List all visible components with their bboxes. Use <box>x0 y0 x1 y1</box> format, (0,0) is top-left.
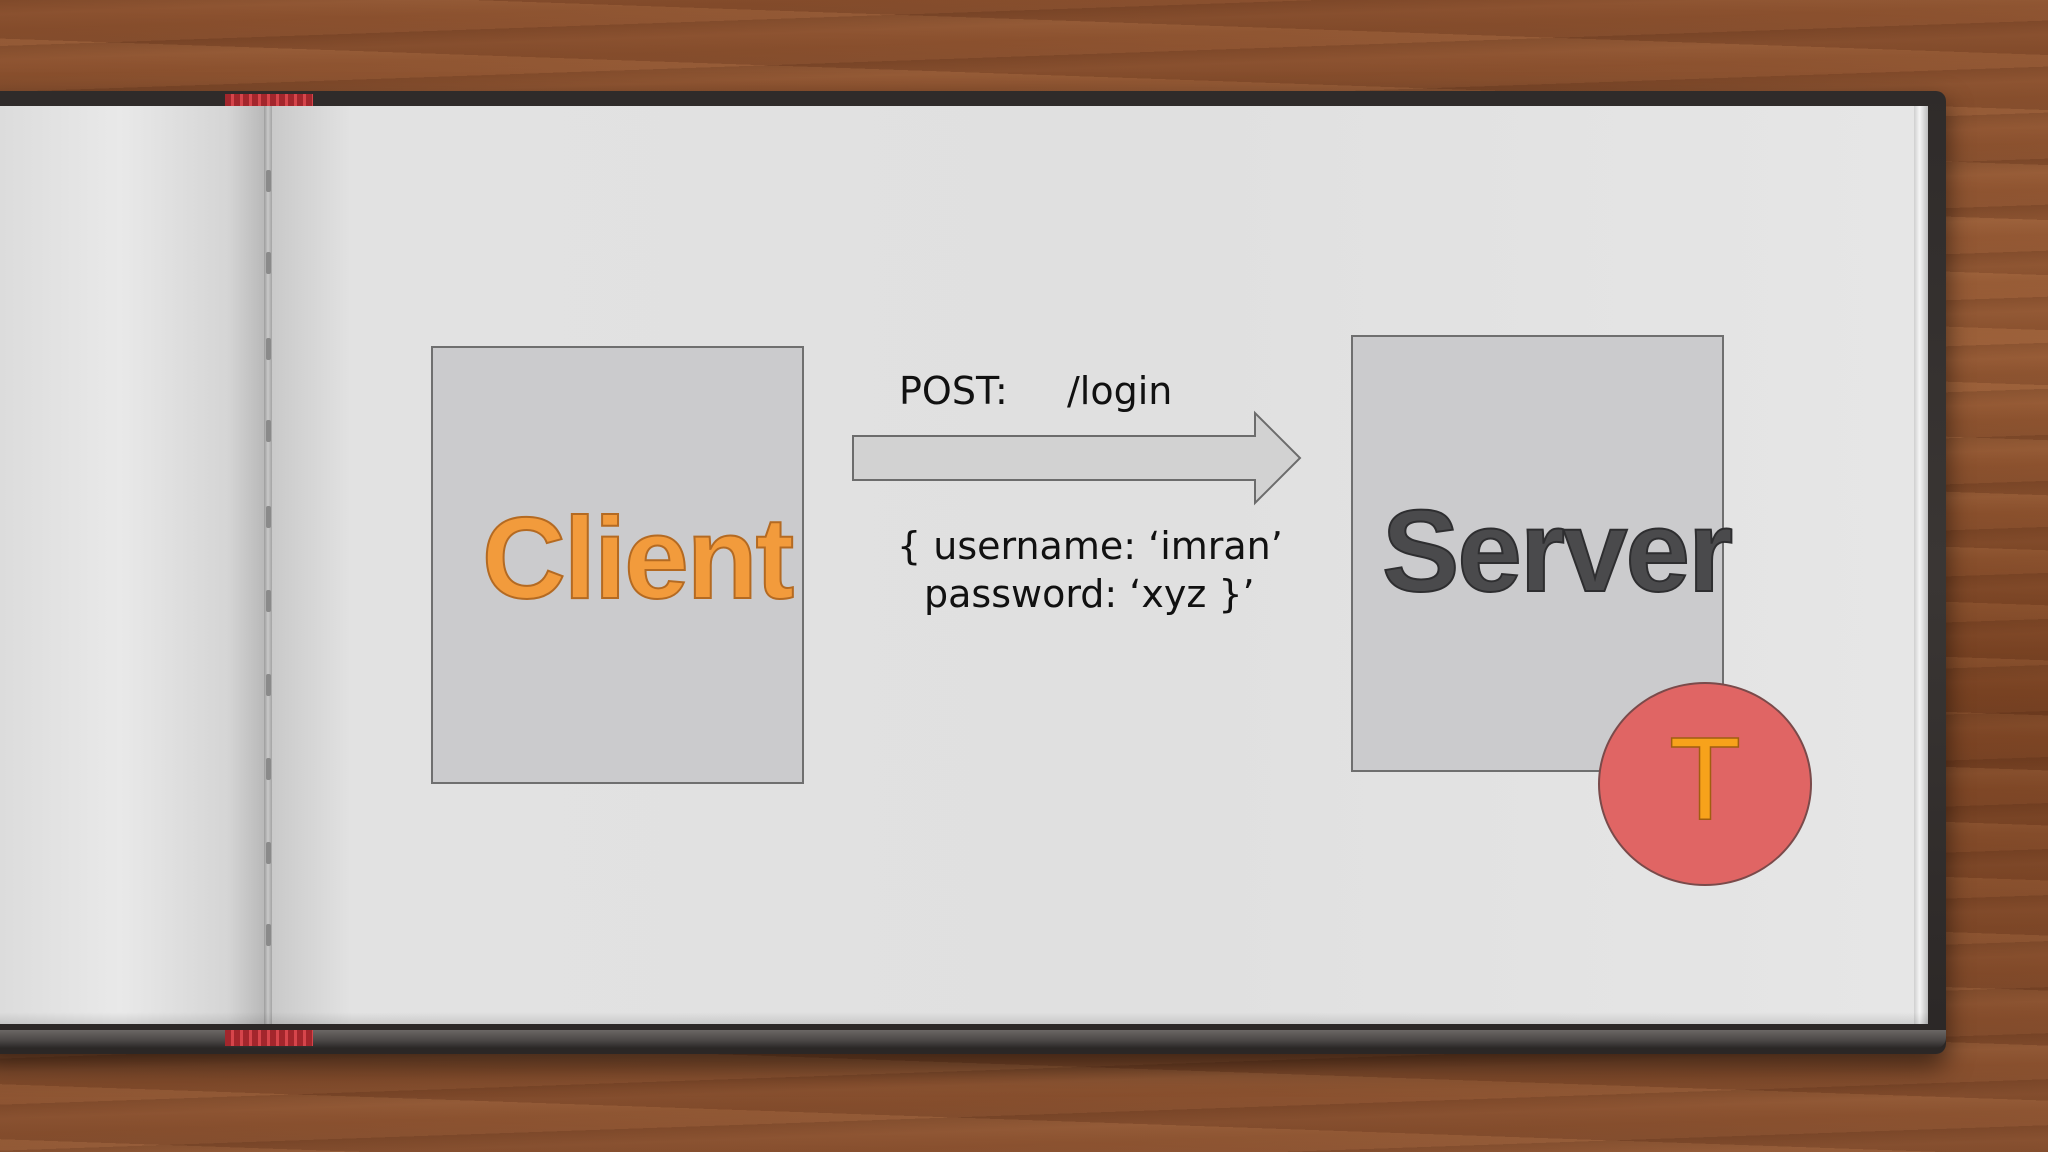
spine-stitch <box>266 674 271 696</box>
client-label: Client <box>481 493 795 623</box>
token-badge <box>1598 682 1812 886</box>
spine-stitch <box>266 590 271 612</box>
request-body-line: password: ‘xyz }’ <box>924 572 1255 616</box>
bookmark-ribbon-bottom <box>225 1030 313 1046</box>
spine-stitch <box>266 842 271 864</box>
request-arrow <box>852 410 1302 506</box>
notebook-spine <box>264 106 272 1024</box>
spine-stitch <box>266 338 271 360</box>
client-box <box>431 346 804 784</box>
notebook-cover-edge <box>0 1030 1946 1048</box>
request-body-line: { username: ‘imran’ <box>897 524 1283 568</box>
notebook-page-edge <box>1914 106 1928 1024</box>
spine-stitch <box>266 252 271 274</box>
spine-stitch <box>266 420 271 442</box>
spine-stitch <box>266 506 271 528</box>
request-arrow-shape <box>852 410 1302 506</box>
notebook-left-page <box>0 106 268 1024</box>
endpoint-path-label: /login <box>1067 369 1173 413</box>
page-shadow <box>0 1012 1928 1024</box>
spine-stitch <box>266 170 271 192</box>
spine-stitch <box>266 758 271 780</box>
server-label: Server <box>1381 486 1734 616</box>
spine-stitch <box>266 924 271 946</box>
token-letter: T <box>1668 713 1742 845</box>
http-method-label: POST: <box>899 369 1008 413</box>
